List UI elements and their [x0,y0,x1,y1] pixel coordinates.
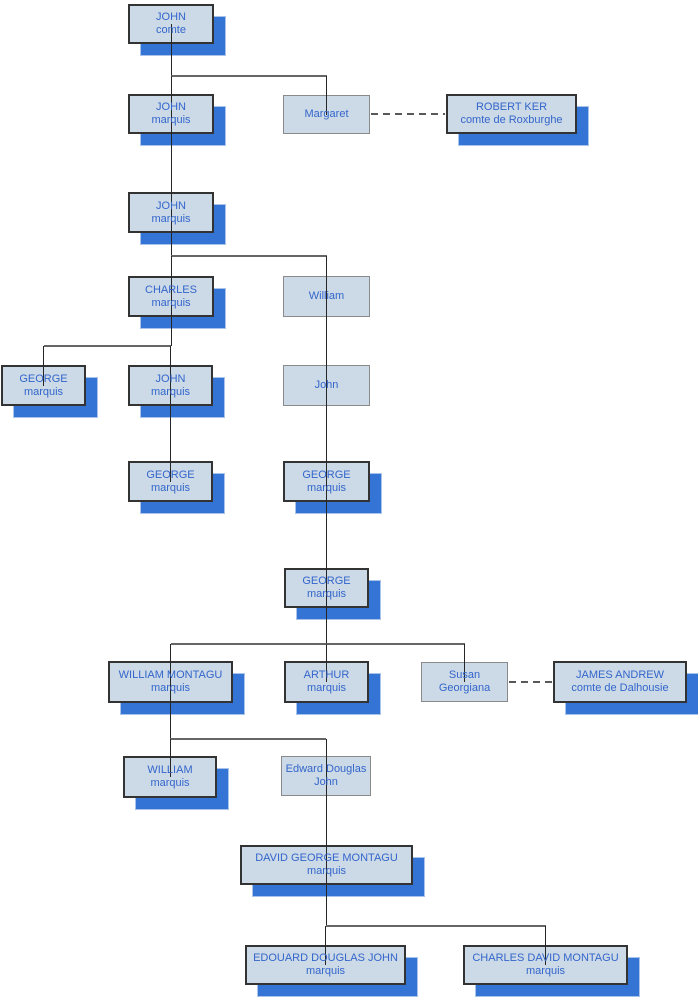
connector-line [170,296,172,346]
connector-line [170,643,465,645]
connector-line [545,926,546,965]
person-node-robert-ker[interactable] [446,94,577,134]
connector-line [326,588,327,644]
connector-line [326,644,327,682]
connector-line [170,24,172,76]
connector-line [170,644,171,682]
connector-line [170,385,171,482]
connector-line [325,739,327,776]
connector-line [170,76,172,114]
connector-line [171,75,327,77]
connector-line [326,385,327,482]
person-node-william-marquis[interactable] [123,756,217,798]
person-node-james-andrew[interactable] [553,661,687,703]
marriage-dashed-line [371,113,445,116]
connector-line [171,255,327,257]
connector-line [464,644,465,682]
connector-line [43,345,171,347]
connector-line [170,256,172,297]
connector-line [326,256,327,297]
connector-line [170,738,326,740]
connector-line [326,76,327,115]
connector-line [43,346,44,386]
connector-line [325,926,326,965]
connector-line [170,212,172,256]
marriage-dashed-line [509,681,552,683]
connector-line [170,346,171,386]
connector-line [325,776,327,865]
connector-line [169,739,171,777]
connector-line [170,682,171,739]
connector-line [326,296,327,386]
connector-line [325,925,546,927]
connector-line [326,481,327,588]
connector-line [170,114,172,213]
connector-line [326,865,327,926]
